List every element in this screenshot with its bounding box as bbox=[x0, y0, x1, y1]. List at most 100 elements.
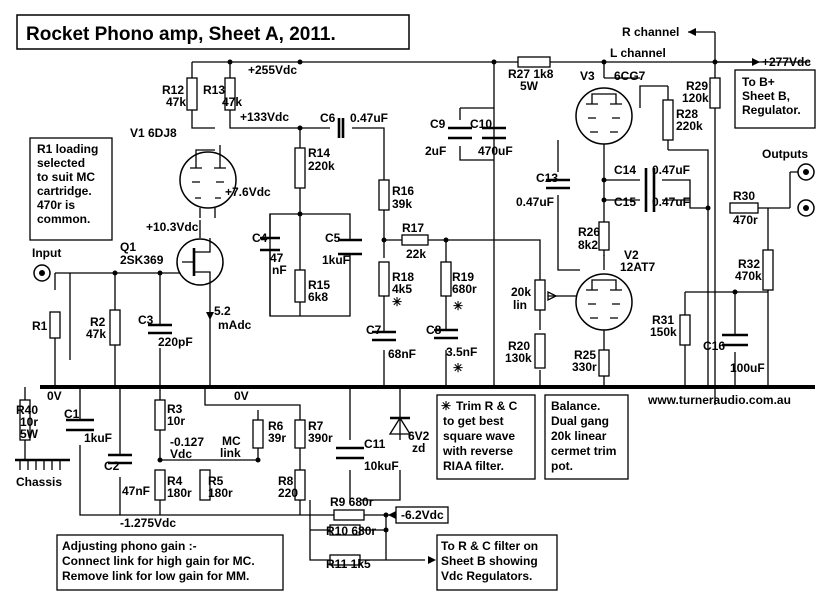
schematic-label: 150k bbox=[650, 325, 677, 339]
schematic-label: R4 bbox=[167, 474, 183, 488]
schematic-label: C6 bbox=[320, 111, 336, 125]
schematic-label: R15 bbox=[308, 278, 330, 292]
labels: R channel L channel +277Vdc +255Vdc +133… bbox=[16, 25, 811, 583]
v3-tube bbox=[575, 87, 633, 145]
zero-mid: 0V bbox=[234, 389, 249, 403]
r-channel-arrow-icon bbox=[688, 28, 696, 36]
r10-body bbox=[329, 524, 361, 536]
input-label: Input bbox=[32, 246, 61, 260]
r13-body bbox=[224, 77, 236, 111]
schematic-label: R32 bbox=[738, 257, 760, 271]
zener-diode bbox=[388, 416, 412, 435]
schematic-label: 8k2 bbox=[578, 238, 598, 252]
schematic-label: 47nF bbox=[122, 484, 150, 498]
schematic-label: 120k bbox=[682, 91, 709, 105]
input-jack-icon[interactable] bbox=[33, 264, 51, 282]
r2-body bbox=[109, 309, 121, 346]
schematic-label: 390r bbox=[308, 431, 333, 445]
schematic-label: RIAA filter. bbox=[443, 459, 504, 473]
schematic-label: 2SK369 bbox=[120, 253, 164, 267]
schematic-label: 330r bbox=[572, 360, 597, 374]
schematic-label: C3 bbox=[138, 313, 154, 327]
v103-label: +10.3Vdc bbox=[146, 220, 199, 234]
schematic-label: cermet trim bbox=[551, 444, 616, 458]
schematic-label: 10r bbox=[20, 415, 38, 429]
v133-label: +133Vdc bbox=[240, 110, 289, 124]
r14-body bbox=[294, 147, 306, 189]
schematic-label: 0.47uF bbox=[516, 195, 554, 209]
v2-tube bbox=[575, 273, 633, 331]
vneg62-tag bbox=[395, 506, 449, 524]
schematic-label: lin bbox=[513, 298, 527, 312]
v2-label: V2 bbox=[624, 248, 639, 262]
r19-body bbox=[440, 261, 452, 297]
c2-plates bbox=[108, 453, 132, 465]
output-jack-r-icon[interactable] bbox=[797, 163, 815, 181]
schematic-label: C16 bbox=[703, 339, 725, 353]
schematic-label: R40 bbox=[16, 403, 38, 417]
schematic-label: R16 bbox=[392, 184, 414, 198]
schematic-label: 20k bbox=[511, 285, 531, 299]
ma-value: 5.2 bbox=[214, 304, 231, 318]
schematic-label: To R & C filter on bbox=[441, 539, 538, 553]
schematic-label: 4k5 bbox=[392, 282, 412, 296]
filter-arrow-icon bbox=[428, 556, 436, 564]
q1-jfet bbox=[176, 238, 224, 286]
vneg1275: -1.275Vdc bbox=[120, 516, 176, 530]
v1-label: V1 6DJ8 bbox=[130, 126, 177, 140]
c1-plates bbox=[66, 418, 94, 432]
schematic-label: with reverse bbox=[442, 444, 513, 458]
schematic-label: R11 1k5 bbox=[326, 557, 371, 571]
schematic-label: Dual gang bbox=[551, 414, 609, 428]
c13-plates bbox=[546, 178, 570, 190]
r4-body bbox=[154, 469, 166, 501]
output-jack-l-icon[interactable] bbox=[797, 199, 815, 217]
schematic-label: 0.47uF bbox=[652, 163, 690, 177]
schematic-label: Balance. bbox=[551, 399, 600, 413]
schematic-label: 47k bbox=[86, 327, 106, 341]
l-channel-label: L channel bbox=[610, 46, 666, 60]
c14-plates bbox=[644, 168, 656, 192]
v255-label: +255Vdc bbox=[248, 63, 297, 77]
schematic-label: R1 bbox=[32, 319, 48, 333]
schematic-label: C1 bbox=[64, 407, 80, 421]
schematic-label: 68nF bbox=[388, 347, 416, 361]
schematic-label: Connect link for high gain for MC. bbox=[62, 554, 255, 568]
c5-plates bbox=[338, 238, 362, 256]
r1-loading-note bbox=[29, 137, 113, 241]
v277-label: +277Vdc bbox=[762, 55, 811, 69]
schematic-label: 220 bbox=[278, 486, 298, 500]
schematic-label: 130k bbox=[505, 351, 532, 365]
schematic-label: R20 bbox=[508, 339, 530, 353]
r1-body bbox=[49, 311, 61, 339]
schematic-label: R10 680r bbox=[326, 524, 376, 538]
schematic-label: ✳ bbox=[453, 361, 463, 375]
schematic-label: 180r bbox=[208, 486, 233, 500]
balance-note bbox=[544, 394, 629, 480]
zero-left: 0V bbox=[47, 389, 62, 403]
r20-body bbox=[534, 333, 546, 369]
schematic-label: R5 bbox=[208, 474, 224, 488]
c10-plates bbox=[482, 126, 506, 140]
link-label: link bbox=[220, 446, 241, 460]
c6-plates bbox=[337, 118, 345, 138]
schematic-label: 220k bbox=[676, 119, 703, 133]
r17-body bbox=[401, 234, 429, 246]
schematic-label: 180r bbox=[167, 486, 192, 500]
r31-body bbox=[679, 314, 691, 346]
r28-body bbox=[662, 99, 674, 141]
r26-body bbox=[598, 221, 610, 251]
schematic-label: R18 bbox=[392, 270, 414, 284]
schematic-label: 470r bbox=[733, 213, 758, 227]
r3-body bbox=[154, 399, 166, 431]
r25-body bbox=[598, 349, 610, 377]
schematic-label: 2uF bbox=[425, 144, 446, 158]
schematic-label: R12 bbox=[162, 83, 184, 97]
schematic-label: R26 bbox=[578, 225, 600, 239]
r-channel-label: R channel bbox=[622, 25, 679, 39]
chassis-ground-icon bbox=[15, 458, 70, 470]
schematic-label: 10kuF bbox=[364, 459, 399, 473]
schematic-label: R2 bbox=[90, 315, 106, 329]
schematic-label: 100uF bbox=[730, 361, 765, 375]
